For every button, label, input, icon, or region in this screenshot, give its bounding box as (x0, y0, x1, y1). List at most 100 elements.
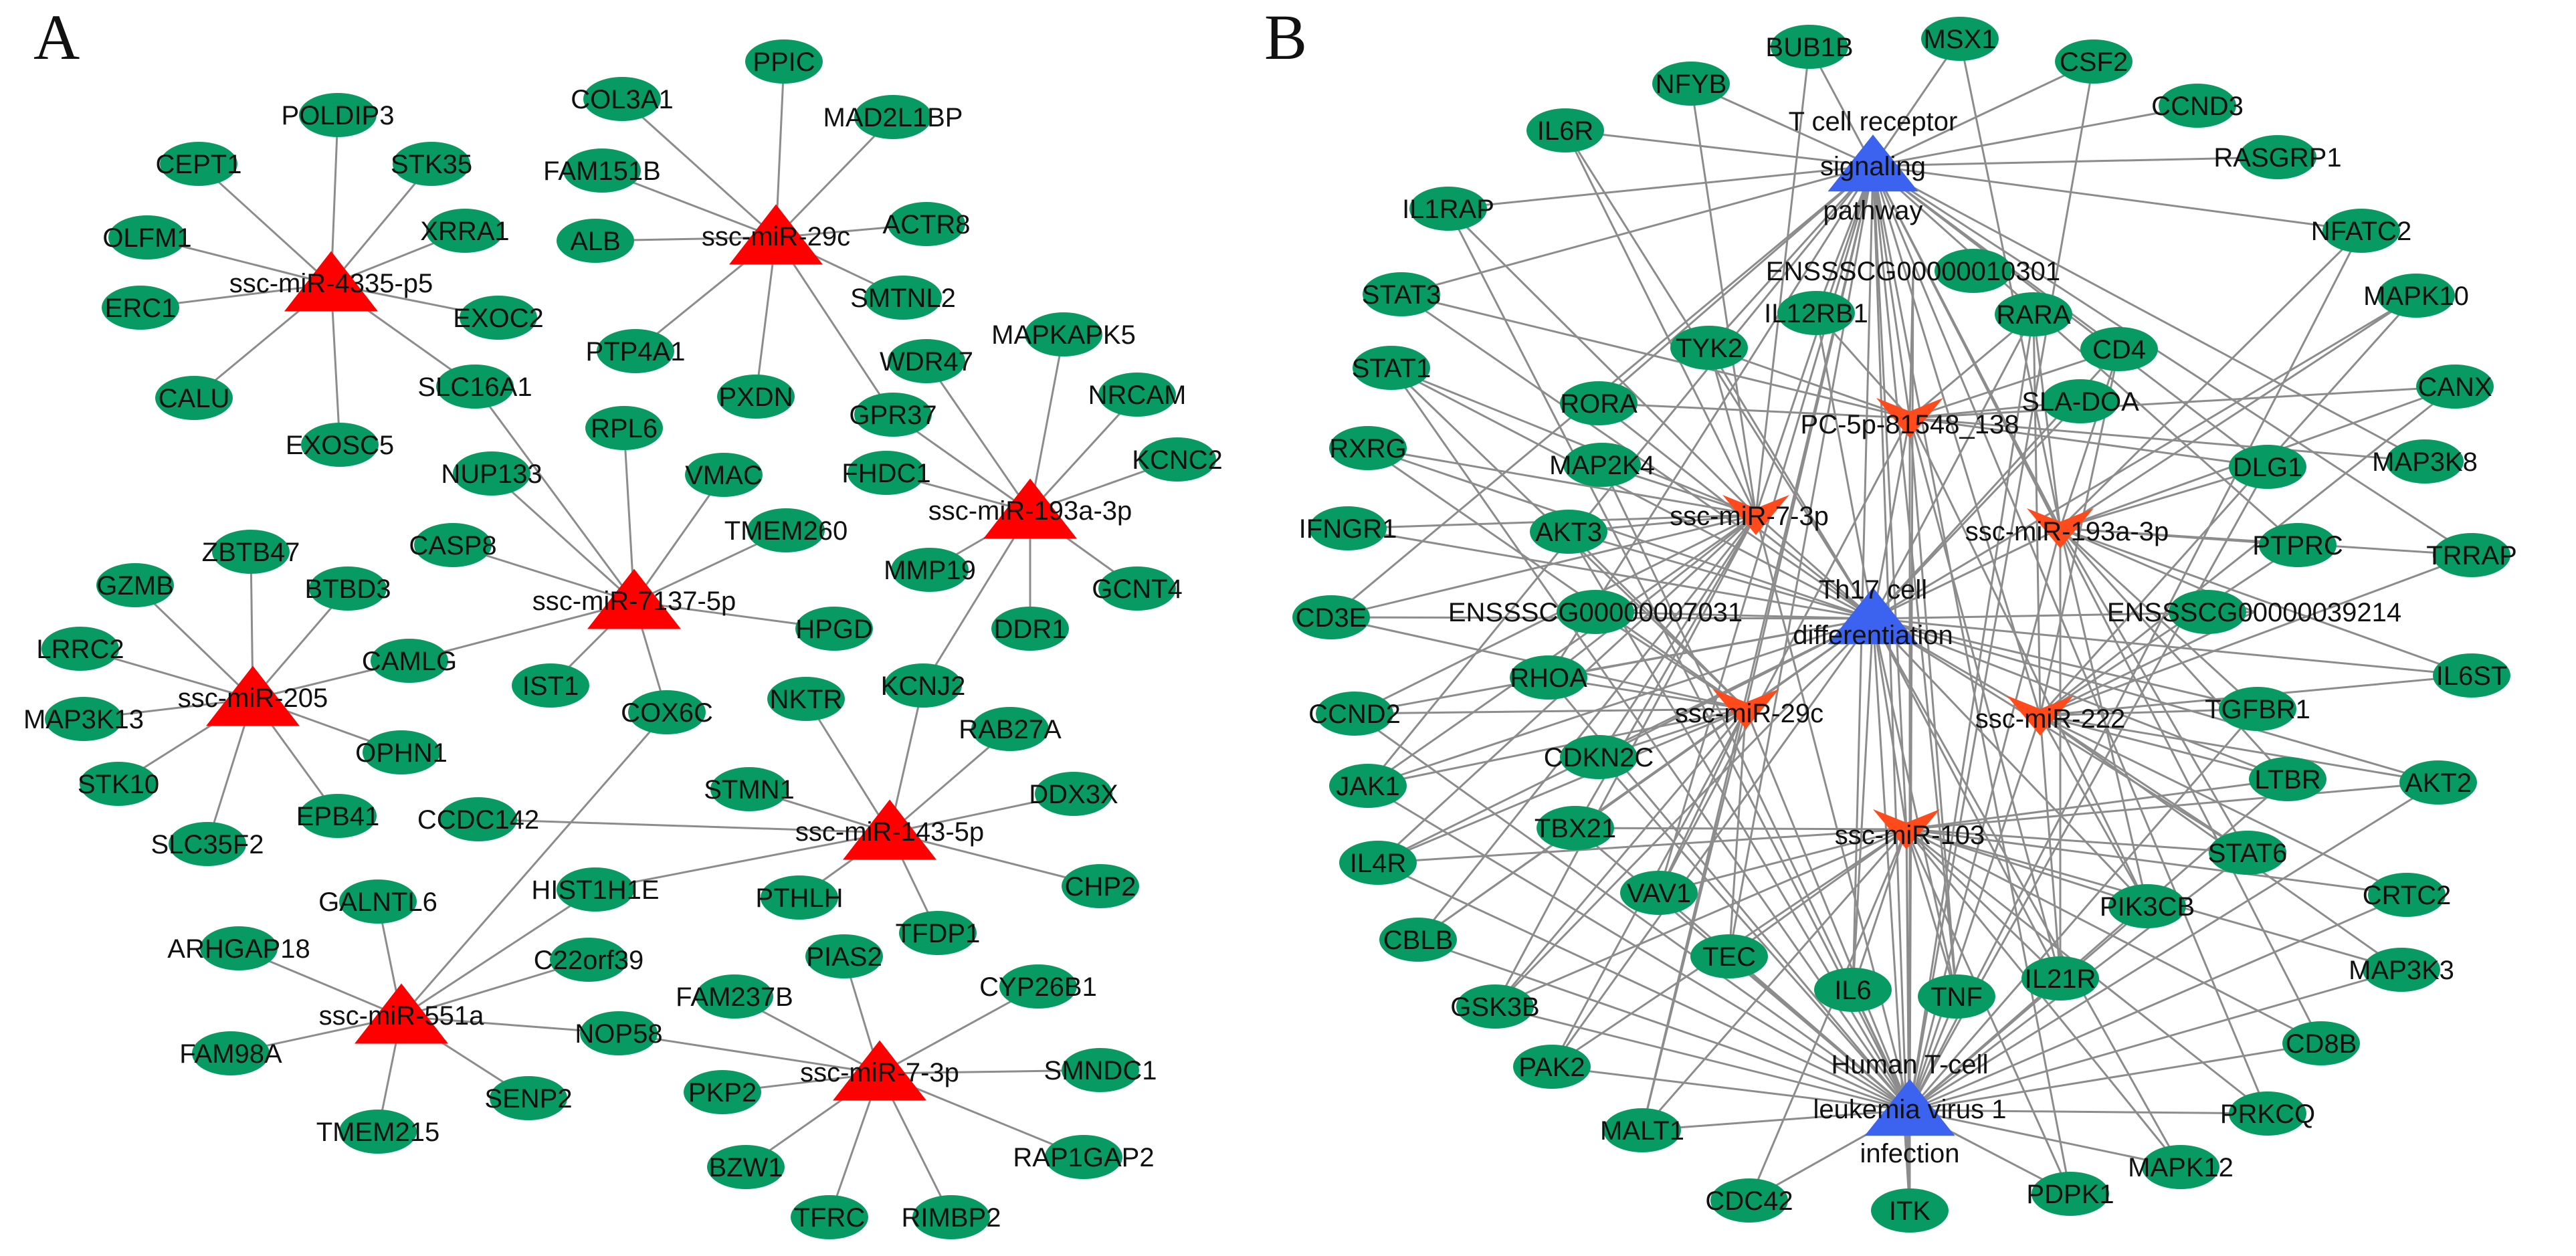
gene-label-galntl6: GALNTL6 (318, 887, 437, 917)
gene-node-ppic (745, 39, 823, 84)
gene-node-nfatc2 (2322, 209, 2400, 253)
mirna-vshape-pc-5p-81548-138 (1876, 398, 1943, 438)
edge-tcr-tyk2 (1708, 165, 1874, 349)
edge-m7137-slc16a1 (474, 386, 635, 603)
gene-node-gcnt4 (1098, 566, 1176, 611)
edge-th17-b_m73p (1755, 514, 1874, 620)
edge-tcr-ccnd3 (1872, 104, 2198, 167)
gene-label-dlg1: DLG1 (2233, 453, 2303, 482)
edge-htlv-pik3cb (1909, 905, 2148, 1112)
pathway-triangle-th17-cell-differentiation (1827, 587, 1918, 645)
gene-label-rhoa: RHOA (1510, 663, 1587, 693)
gene-node-poldip3 (299, 93, 377, 137)
edge-m4335-stk35 (330, 163, 433, 285)
edge-tcr-il6 (1852, 165, 1874, 990)
edge-b-pc5p-cd4 (1909, 348, 2120, 419)
edge-b-m103-ltbr (1906, 778, 2288, 831)
edge-b-m29c-gsk3b (1494, 708, 1747, 1007)
edge-m7137-vmac (633, 474, 725, 603)
gene-label-stk35: STK35 (391, 150, 472, 179)
gene-label-btbd3: BTBD3 (305, 574, 391, 604)
gene-label-tfdp1: TFDP1 (896, 919, 981, 948)
gene-label-rpl6: RPL6 (591, 414, 658, 443)
mirna-label-b-ssc-mir-103: ssc-miR-103 (1835, 821, 1985, 850)
mirna-vshape-ssc-mir-7-3p (1722, 495, 1789, 535)
edge-tcr-b_m29c (1745, 165, 1874, 710)
edge-tcr-vav1 (1658, 165, 1874, 894)
gene-node-stat3 (1363, 272, 1440, 316)
panel-letter-b: B (1264, 1, 1307, 73)
gene-label-actr8: ACTR8 (882, 210, 970, 239)
gene-label-tnf: TNF (1930, 982, 1983, 1012)
gene-label-bzw1: BZW1 (708, 1153, 783, 1182)
gene-node-bub1b (1771, 25, 1848, 69)
edge-th17-il21r (1872, 618, 2062, 979)
edge-b-m73p-ccnd2 (1354, 514, 1757, 715)
gene-label-cd3e: CD3E (1296, 603, 1367, 633)
gene-label-map3k13: MAP3K13 (23, 705, 144, 734)
gene-node-enssscg00000039214 (2169, 590, 2246, 634)
gene-label-hpgd: HPGD (795, 615, 873, 644)
edge-tcr-b_m103 (1872, 165, 1908, 830)
gene-label-il21r: IL21R (2025, 964, 2096, 994)
gene-node-pias2 (805, 934, 883, 978)
edge-b-m193a-mapk10 (2060, 294, 2417, 530)
edge-b-m193a-ltbr (2059, 527, 2289, 780)
gene-node-rimbp2 (912, 1195, 990, 1239)
gene-label-ddr1: DDR1 (994, 615, 1067, 644)
gene-label-poldip3: POLDIP3 (282, 101, 395, 130)
mirna-label-ssc-mir-7-3p: ssc-miR-7-3p (800, 1058, 959, 1087)
gene-label-il6st: IL6ST (2436, 661, 2508, 691)
gene-label-map3k3: MAP3K3 (2349, 956, 2454, 985)
gene-node-rxrg (1329, 426, 1407, 470)
gene-node-mad2l1bp (854, 95, 932, 139)
gene-label-cept1: CEPT1 (156, 150, 242, 179)
edge-htlv-pak2 (1551, 1065, 1910, 1112)
edge-htlv-cblb (1417, 938, 1910, 1112)
edge-th17-b_m103 (1872, 618, 1908, 830)
gene-label-akt3: AKT3 (1535, 518, 1602, 547)
mirna-triangle-ssc-mir-551a (355, 983, 448, 1044)
gene-node-zbtb47 (212, 530, 290, 574)
edge-tcr-rora (1598, 165, 1874, 405)
edge-b-m222-ltbr (2040, 714, 2288, 780)
gene-node-ophn1 (363, 730, 440, 774)
gene-node-map3k13 (45, 697, 122, 741)
pathway-label-tcr-line-3: pathway (1823, 196, 1923, 225)
edge-b-m103-cdc42 (1748, 829, 1908, 1201)
edge-htlv-crtc2 (1909, 894, 2407, 1112)
gene-label-canx: CANX (2417, 373, 2492, 402)
edge-tcr-b_m222 (1872, 165, 2042, 716)
gene-label-il4r: IL4R (1350, 849, 1407, 878)
gene-label-pkp2: PKP2 (688, 1078, 757, 1108)
edge-m7137-nup133 (490, 472, 635, 603)
edge-th17-rara (1872, 314, 2035, 619)
gene-node-cd3e (1292, 595, 1370, 639)
gene-node-akt3 (1530, 510, 1607, 554)
edge-b-m103-akt2 (1906, 781, 2439, 831)
gene-node-il1rap (1409, 187, 1487, 231)
edge-b-pc5p-vav1 (1658, 417, 1911, 894)
gene-label-tec: TEC (1702, 942, 1756, 972)
gene-node-ccnd2 (1316, 692, 1393, 736)
edge-m73p-nop58 (618, 1032, 880, 1075)
gene-label-pdpk1: PDPK1 (2026, 1180, 2114, 1209)
gene-label-senp2: SENP2 (484, 1084, 572, 1114)
edge-th17-il6r (1564, 130, 1874, 619)
gene-node-mmp19 (891, 548, 969, 592)
edge-m193a-kcnj2 (922, 511, 1031, 686)
edge-m29c-mad2l1bp (775, 116, 894, 239)
gene-node-smndc1 (1062, 1048, 1139, 1092)
gene-node-mapk10 (2377, 274, 2455, 318)
gene-label-rab27a: RAB27A (959, 715, 1062, 744)
gene-node-pthlh (761, 875, 838, 920)
gene-label-mmp19: MMP19 (884, 556, 976, 585)
gene-node-map2k4 (1563, 443, 1641, 487)
edge-tcr-itk (1872, 165, 1911, 1211)
gene-node-stk10 (80, 762, 157, 806)
edge-tcr-il1rap (1448, 165, 1874, 210)
edge-tcr-msx1 (1872, 38, 1961, 167)
edge-b-m103-tnf (1905, 829, 1958, 997)
gene-node-map3k3 (2363, 948, 2440, 992)
